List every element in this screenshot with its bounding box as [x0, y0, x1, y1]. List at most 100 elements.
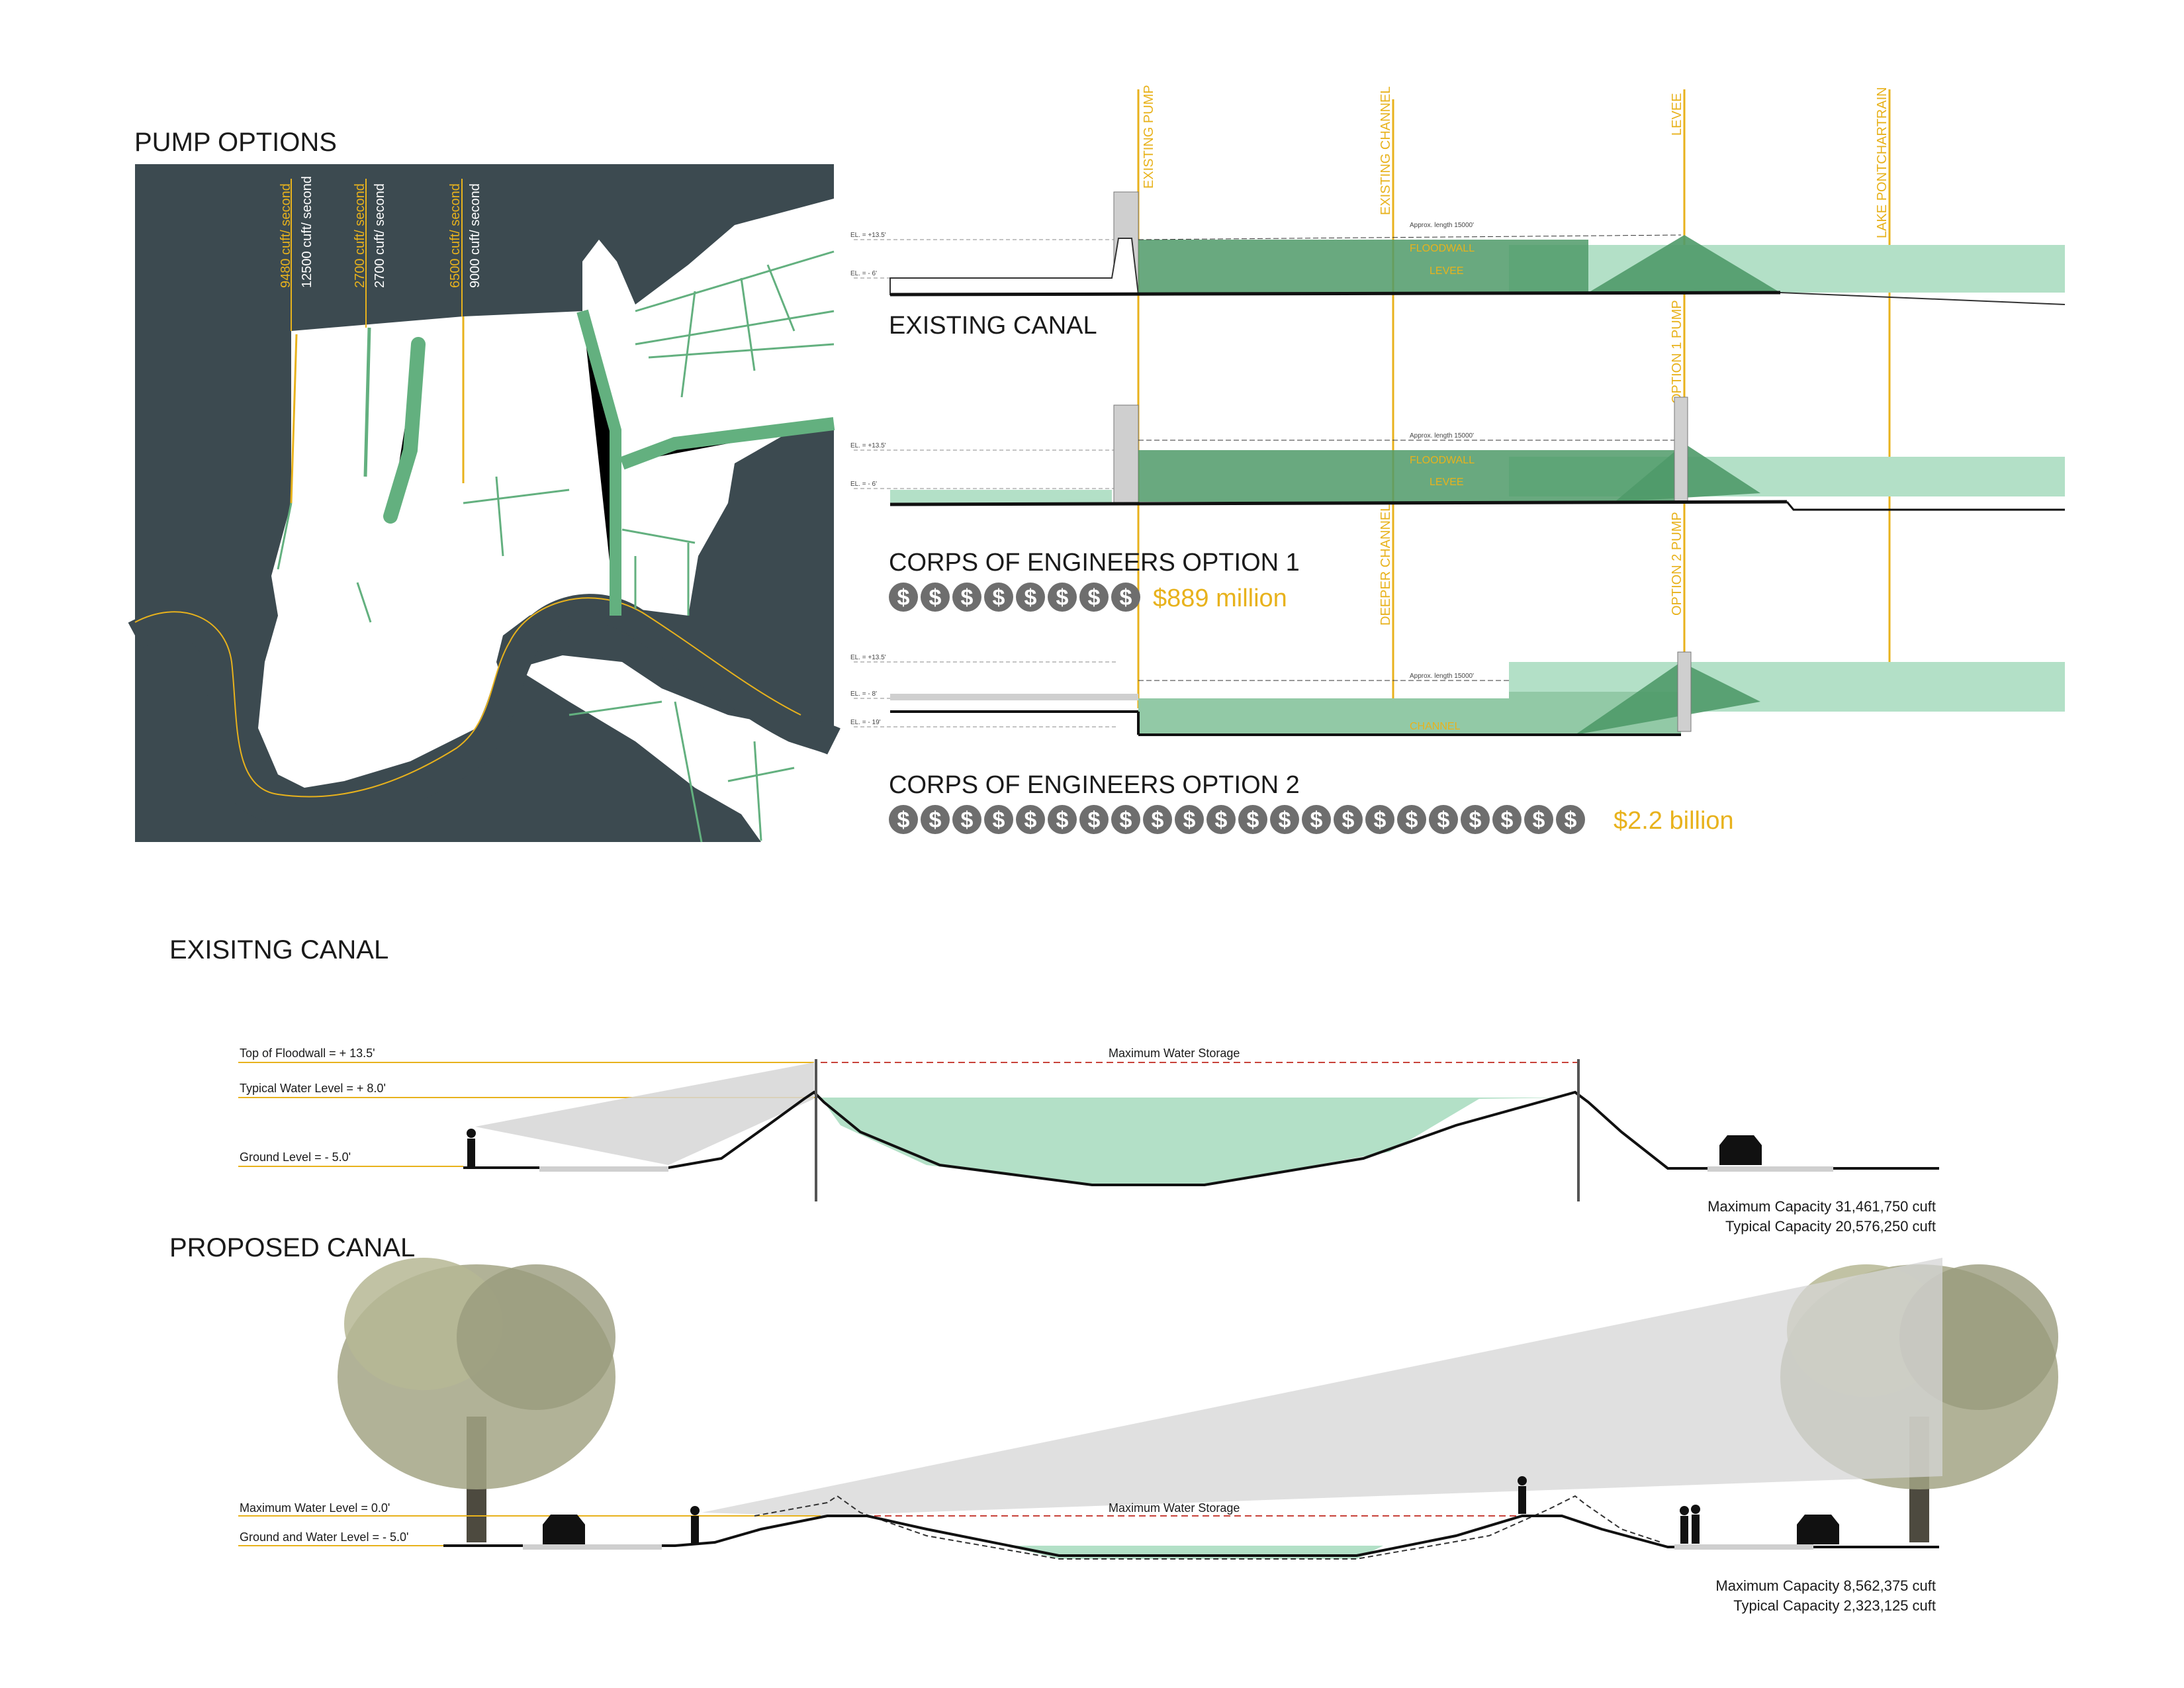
- coin-symbol: $: [929, 808, 942, 833]
- option1-title: CORPS OF ENGINEERS OPTION 1: [889, 549, 1300, 577]
- coin-icon: [921, 805, 950, 834]
- coin-icon: [1302, 805, 1331, 834]
- coin-symbol: $: [1501, 808, 1514, 833]
- coin-icon: [952, 583, 981, 612]
- coin-symbol: $: [1279, 808, 1291, 833]
- flow-proposed-3: 9000 cuft/ second: [468, 183, 482, 288]
- coin-icon: [1079, 805, 1109, 834]
- coin-symbol: $: [1056, 585, 1069, 610]
- people-silhouettes: [690, 1476, 1700, 1544]
- svg-text:EL. = - 8': EL. = - 8': [850, 690, 877, 698]
- proposed-canal-section: PROPOSED CANAL Maximum Water Level = 0.0…: [169, 1233, 2058, 1614]
- coin-symbol: $: [1310, 808, 1323, 833]
- coin-symbol: $: [1342, 808, 1355, 833]
- coin-icon: [1556, 805, 1585, 834]
- coin-symbol: $: [1406, 808, 1418, 833]
- svg-text:FLOODWALL: FLOODWALL: [1410, 243, 1475, 254]
- coin-icon: [1429, 805, 1458, 834]
- coin-icon: [1461, 805, 1490, 834]
- existing-canal-title: EXISTING CANAL: [889, 312, 1097, 340]
- coin-icon: [1143, 805, 1172, 834]
- proposed-storage-label: Maximum Water Storage: [1109, 1501, 1240, 1515]
- existing-canal-section: EXISITNG CANAL Top of Floodwall = + 13.5…: [169, 935, 1939, 1235]
- coin-icon: [1111, 583, 1140, 612]
- coin-symbol: $: [1120, 808, 1132, 833]
- canal-section-diagrams: EXISTING PUMP EXISTING CHANNEL LEVEE LAK…: [850, 85, 2066, 835]
- svg-text:FLOODWALL: FLOODWALL: [1410, 455, 1475, 466]
- proposed-typical-capacity: Typical Capacity 2,323,125 cuft: [1733, 1597, 1936, 1614]
- coin-symbol: $: [1215, 808, 1228, 833]
- coin-icon: [1238, 805, 1267, 834]
- coin-icon: [1016, 805, 1045, 834]
- level-ground: Ground Level = - 5.0': [240, 1150, 351, 1164]
- label-option2-pump: OPTION 2 PUMP: [1670, 512, 1684, 616]
- svg-text:EL. = - 19': EL. = - 19': [850, 719, 881, 726]
- coin-icon: [1048, 805, 1077, 834]
- pump-options-title: PUMP OPTIONS: [134, 128, 337, 157]
- car-left-silhouette: [543, 1515, 585, 1544]
- option2-title: CORPS OF ENGINEERS OPTION 2: [889, 771, 1300, 799]
- svg-text:Approx. length 15000': Approx. length 15000': [1410, 222, 1474, 229]
- svg-text:Approx. length 15000': Approx. length 15000': [1410, 432, 1474, 440]
- coin-symbol: $: [993, 585, 1005, 610]
- coin-icon: [1111, 805, 1140, 834]
- coin-symbol: $: [1088, 585, 1101, 610]
- svg-text:EL. = +13.5': EL. = +13.5': [850, 442, 886, 449]
- existing-max-capacity: Maximum Capacity 31,461,750 cuft: [1707, 1198, 1936, 1215]
- coin-icon: [1492, 805, 1522, 834]
- label-existing-channel: EXISTING CHANNEL: [1379, 87, 1393, 215]
- proposed-level-max: Maximum Water Level = 0.0': [240, 1501, 390, 1515]
- existing-storage-label: Maximum Water Storage: [1109, 1047, 1240, 1060]
- level-typical: Typical Water Level = + 8.0': [240, 1082, 386, 1095]
- coin-symbol: $: [897, 808, 910, 833]
- coin-symbol: $: [1469, 808, 1482, 833]
- coin-symbol: $: [1565, 808, 1577, 833]
- person-silhouette: [467, 1129, 476, 1168]
- coin-symbol: $: [1088, 808, 1101, 833]
- flow-current-1: 9480 cuft/ second: [279, 183, 293, 288]
- coin-icon: [1365, 805, 1394, 834]
- section-option-2: EL. = +13.5' EL. = - 8' EL. = - 19' Appr…: [850, 651, 2065, 835]
- coin-icon: [1397, 805, 1426, 834]
- coin-icon: [1175, 805, 1204, 834]
- svg-text:LEVEE: LEVEE: [1430, 265, 1464, 277]
- flow-current-3: 6500 cuft/ second: [448, 183, 463, 288]
- coin-icon: [921, 583, 950, 612]
- coin-icon: [1206, 805, 1236, 834]
- svg-text:CHANNEL: CHANNEL: [1410, 721, 1461, 732]
- tree-left: [338, 1258, 615, 1542]
- label-levee: LEVEE: [1670, 93, 1684, 136]
- svg-text:EL. = +13.5': EL. = +13.5': [850, 232, 886, 239]
- coin-icon: [1334, 805, 1363, 834]
- existing-canal-heading: EXISITNG CANAL: [169, 935, 388, 964]
- coin-symbol: $: [961, 808, 974, 833]
- coin-icon: [984, 583, 1013, 612]
- coin-icon: [952, 805, 981, 834]
- label-lake-pontchartrain: LAKE PONTCHARTRAIN: [1875, 87, 1889, 238]
- svg-text:EL. = - 6': EL. = - 6': [850, 270, 877, 277]
- level-floodwall: Top of Floodwall = + 13.5': [240, 1047, 375, 1060]
- proposed-level-ground: Ground and Water Level = - 5.0': [240, 1530, 408, 1544]
- coin-symbol: $: [1056, 808, 1069, 833]
- flow-proposed-1: 12500 cuft/ second: [300, 176, 314, 288]
- coin-symbol: $: [1183, 808, 1196, 833]
- section-option-1: EL. = +13.5' EL. = - 6' Approx. length 1…: [850, 397, 2065, 612]
- coin-icon: [1079, 583, 1109, 612]
- coin-icon: [889, 583, 918, 612]
- existing-typical-capacity: Typical Capacity 20,576,250 cuft: [1725, 1218, 1936, 1235]
- section-existing: EL. = +13.5' EL. = - 6' Approx. length 1…: [850, 191, 2066, 340]
- coin-icon: [1048, 583, 1077, 612]
- option1-cost: $889 million: [1153, 585, 1287, 612]
- option1-cost-coins: $$$$$$$$: [889, 583, 1140, 612]
- flow-proposed-2: 2700 cuft/ second: [373, 183, 387, 288]
- pump-options-map: 9480 cuft/ second 12500 cuft/ second 270…: [128, 164, 841, 843]
- flow-current-2: 2700 cuft/ second: [353, 183, 367, 288]
- coin-symbol: $: [1374, 808, 1387, 833]
- svg-text:LEVEE: LEVEE: [1430, 477, 1464, 488]
- coin-symbol: $: [1247, 808, 1259, 833]
- proposed-canal-heading: PROPOSED CANAL: [169, 1233, 415, 1262]
- coin-symbol: $: [897, 585, 910, 610]
- svg-text:Approx. length 15000': Approx. length 15000': [1410, 673, 1474, 680]
- proposed-max-capacity: Maximum Capacity 8,562,375 cuft: [1715, 1577, 1936, 1594]
- label-option1-pump: OPTION 1 PUMP: [1670, 300, 1684, 404]
